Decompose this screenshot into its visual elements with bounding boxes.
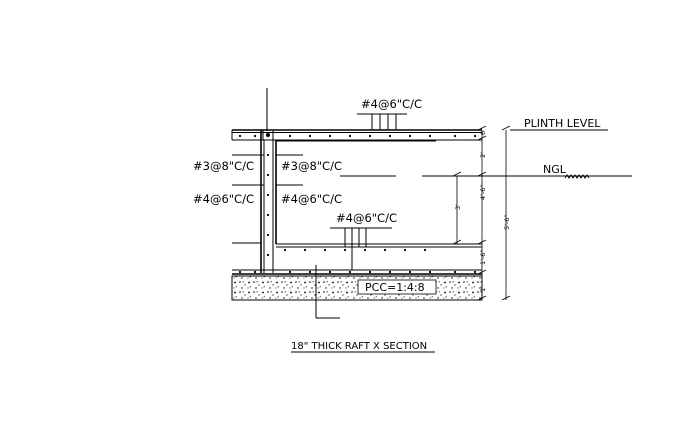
- right-upper-label: #3@8"C/C: [281, 159, 342, 173]
- bottom-bar-leader: [330, 227, 392, 270]
- top-bar-label: #4@6"C/C: [361, 97, 422, 111]
- section-title: 18" THICK RAFT X SECTION: [291, 341, 427, 352]
- right-lower-label: #4@6"C/C: [281, 192, 342, 206]
- dim-2ft: 2': [479, 152, 487, 158]
- top-slab: [231, 129, 482, 142]
- dim-5ft6in: 5'-6": [503, 215, 511, 230]
- left-lower-label: #4@6"C/C: [193, 192, 254, 206]
- plinth-level-label: PLINTH LEVEL: [524, 117, 601, 130]
- raft-slab: [232, 243, 482, 275]
- top-bar-leader: [357, 113, 407, 130]
- dim-6in: 6": [479, 128, 487, 135]
- dim-4ft6in: 4'-6": [479, 185, 487, 200]
- dim-1ft6in: 1'-6": [479, 250, 487, 265]
- pcc-layer: [231, 275, 483, 301]
- left-wall: [260, 129, 277, 273]
- bottom-bar-label: #4@6"C/C: [336, 211, 397, 225]
- ngl-label: NGL: [543, 163, 567, 176]
- dim-3ft: 3': [454, 204, 462, 210]
- left-upper-label: #3@8"C/C: [193, 159, 254, 173]
- dimension-lines: [452, 125, 511, 301]
- pcc-label: PCC=1:4:8: [365, 281, 425, 294]
- ngl-ground-symbol: [564, 174, 590, 179]
- dim-1ft: 1': [479, 286, 487, 292]
